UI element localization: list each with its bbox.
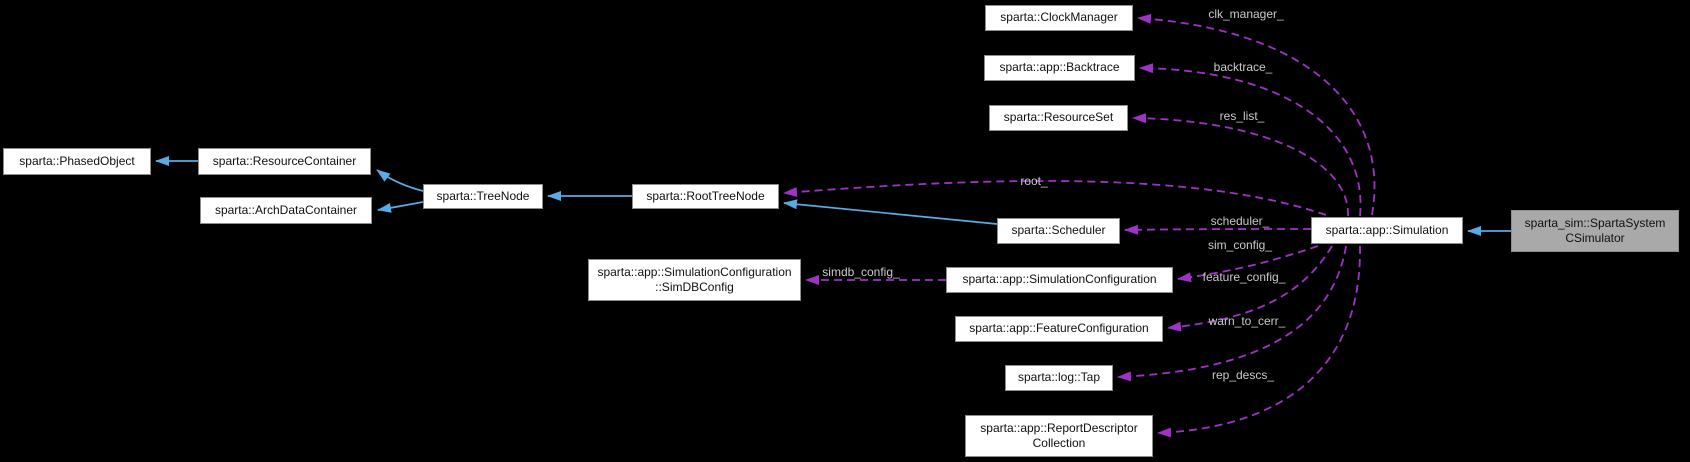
edge-label-res-list: res_list_ (1219, 109, 1265, 123)
node-sparta-app-featureconfiguration[interactable]: sparta::app::FeatureConfiguration (955, 316, 1163, 342)
edge-inherit-treenode-archdatacontainer (377, 201, 424, 213)
edge-label-warn-to-cerr: warn_to_cerr_ (1208, 314, 1286, 328)
edge-label-clk-manager: clk_manager_ (1208, 7, 1284, 21)
edge-inherit-scheduler-roottreenode (783, 199, 998, 225)
edge-usage-feature-config (1167, 245, 1333, 332)
node-sparta-resourcecontainer[interactable]: sparta::ResourceContainer (198, 148, 371, 175)
node-sparta-app-simulation[interactable]: sparta::app::Simulation (1311, 217, 1463, 244)
edge-label-root: root_ (1020, 174, 1048, 188)
edge-usage-backtrace (1139, 63, 1362, 217)
node-sparta-app-simulationconfiguration[interactable]: sparta::app::SimulationConfiguration (946, 267, 1173, 293)
edge-usage-res-list (1132, 113, 1349, 217)
node-sparta-treenode[interactable]: sparta::TreeNode (423, 184, 543, 209)
node-sparta-phasedobject[interactable]: sparta::PhasedObject (3, 148, 151, 175)
edge-usage-rep-descs (1157, 245, 1361, 438)
edge-usage-sim-config (1177, 245, 1319, 283)
edge-inherit-treenode-resourcecontainer (376, 169, 424, 192)
node-sparta-sim-spartasystemcsimulator: sparta_sim::SpartaSystem CSimulator (1511, 210, 1679, 252)
edge-usage-clk-manager (1137, 13, 1376, 216)
node-sparta-archdatacontainer[interactable]: sparta::ArchDataContainer (200, 197, 372, 224)
node-sparta-app-backtrace[interactable]: sparta::app::Backtrace (984, 55, 1135, 81)
edge-usage-root (783, 180, 1327, 216)
edge-usage-scheduler (1124, 224, 1312, 235)
edge-label-feature-config: feature_config_ (1202, 270, 1286, 284)
node-sparta-clockmanager[interactable]: sparta::ClockManager (985, 5, 1133, 31)
node-sparta-roottreenode[interactable]: sparta::RootTreeNode (632, 184, 779, 209)
edge-label-scheduler: scheduler_ (1210, 214, 1270, 228)
edge-label-backtrace: backtrace_ (1213, 60, 1273, 74)
node-sparta-log-tap[interactable]: sparta::log::Tap (1005, 365, 1113, 391)
edge-label-rep-descs: rep_descs_ (1211, 368, 1275, 382)
edge-label-sim-config: sim_config_ (1207, 238, 1273, 252)
node-sparta-resourceset[interactable]: sparta::ResourceSet (989, 105, 1128, 131)
node-sparta-app-simulationconfiguration-simdbconfig[interactable]: sparta::app::SimulationConfiguration ::S… (588, 259, 801, 301)
node-sparta-app-reportdescriptorcollection[interactable]: sparta::app::ReportDescriptor Collection (965, 415, 1153, 457)
node-sparta-scheduler[interactable]: sparta::Scheduler (997, 218, 1120, 244)
edge-usage-warn-to-cerr (1117, 245, 1347, 382)
edge-label-simdb-config: simdb_config_ (822, 265, 900, 279)
